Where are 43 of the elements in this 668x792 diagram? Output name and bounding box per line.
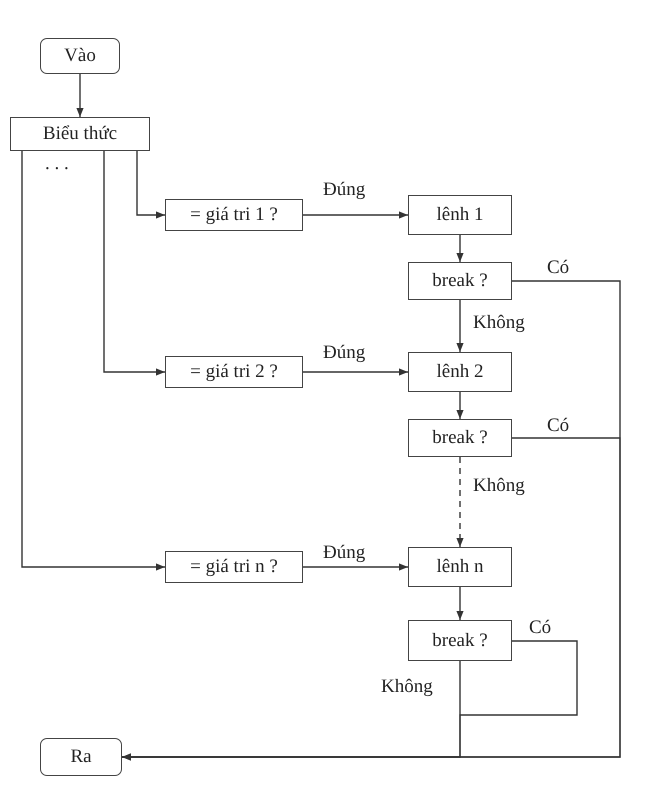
node-label: Vào — [64, 45, 96, 67]
arrow — [21, 151, 165, 571]
node-label: lênh 1 — [436, 204, 484, 226]
node-label: break ? — [432, 270, 488, 292]
edge-label: Đúng — [322, 180, 366, 201]
arrow — [456, 300, 464, 352]
process-box — [408, 419, 512, 457]
process-box — [408, 195, 512, 235]
process-box — [165, 199, 303, 231]
arrow — [456, 392, 464, 419]
process-box — [408, 547, 512, 587]
node-label: break ? — [432, 427, 488, 449]
arrow — [456, 235, 464, 262]
arrow — [76, 74, 84, 117]
edge-label: Không — [380, 677, 434, 698]
edge-label: Không — [472, 313, 526, 334]
arrow — [103, 151, 165, 376]
edge-label: Đúng — [322, 343, 366, 364]
process-box — [408, 352, 512, 392]
node-label: = giá tri 1 ? — [190, 204, 278, 226]
process-box — [408, 262, 512, 300]
terminal-box — [40, 38, 120, 74]
arrow — [136, 151, 165, 219]
terminal-box — [40, 738, 122, 776]
process-box — [10, 117, 150, 151]
node-label: Ra — [70, 746, 92, 768]
node-label: lênh 2 — [436, 361, 484, 383]
arrow — [303, 211, 408, 219]
edge-label: Đúng — [322, 543, 366, 564]
arrow — [456, 587, 464, 620]
arrow — [303, 368, 408, 376]
node-label: break ? — [432, 630, 488, 652]
arrow — [303, 563, 408, 571]
node-label: = giá tri n ? — [190, 556, 278, 578]
process-box — [165, 356, 303, 388]
process-box — [408, 620, 512, 661]
node-label: Biểu thức — [42, 123, 118, 145]
node-label: = giá tri 2 ? — [190, 361, 278, 383]
arrow — [456, 457, 464, 547]
arrow — [122, 640, 578, 761]
edge-label: Không — [472, 476, 526, 497]
process-box — [165, 551, 303, 583]
node-label: lênh n — [436, 556, 484, 578]
